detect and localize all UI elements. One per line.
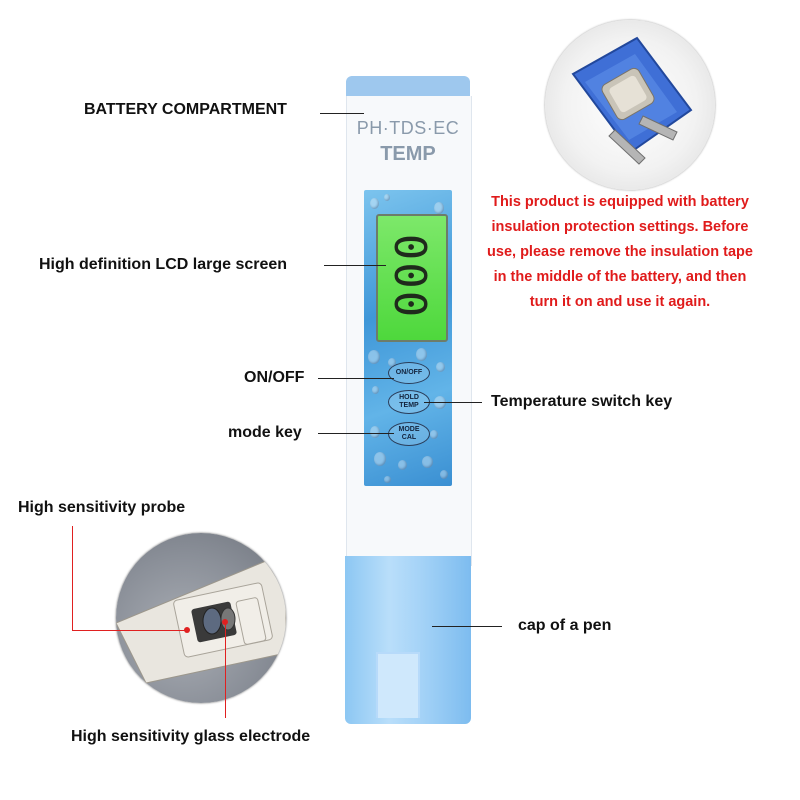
warning-line: insulation protection settings. Before [491, 219, 749, 235]
lcd-leader-line [324, 265, 386, 266]
mode-key-label: mode key [228, 424, 302, 441]
on-off-label: ON/OFF [244, 369, 305, 386]
cap-slot [376, 652, 420, 718]
mode-key-leader-line [318, 433, 394, 434]
on-off-leader-line [318, 378, 394, 379]
cap-label: cap of a pen [518, 617, 612, 634]
lcd-screen [376, 214, 448, 342]
warning-line: in the middle of the battery, and then [493, 269, 747, 285]
battery-compartment-label: BATTERY COMPARTMENT [84, 101, 287, 118]
probe-leader-vertical [72, 526, 73, 630]
probe-closeup [116, 533, 286, 703]
probe-label: High sensitivity probe [18, 499, 186, 516]
electrode-dot [222, 619, 228, 625]
lcd-label: High definition LCD large screen [39, 256, 288, 273]
on-off-button[interactable]: ON/OFF [388, 362, 430, 384]
lcd-reading: 000 [384, 233, 436, 319]
brand-label: PH·TDS·EC [356, 118, 460, 138]
electrode-leader-line [225, 622, 226, 718]
electrode-label: High sensitivity glass electrode [71, 728, 311, 745]
battery-warning: This product is equipped with battery in… [470, 190, 770, 315]
brand-sublabel: TEMP [380, 143, 436, 165]
temperature-key-leader-line [424, 402, 482, 403]
warning-line: This product is equipped with battery [491, 194, 749, 210]
probe-dot [184, 627, 190, 633]
battery-closeup [545, 20, 715, 190]
battery-leader-line [320, 113, 364, 114]
temperature-key-label: Temperature switch key [491, 393, 673, 410]
probe-leader-horizontal [72, 630, 188, 631]
cap-leader-line [432, 626, 502, 627]
warning-line: use, please remove the insulation tape [487, 244, 753, 260]
warning-line: turn it on and use it again. [529, 294, 711, 310]
